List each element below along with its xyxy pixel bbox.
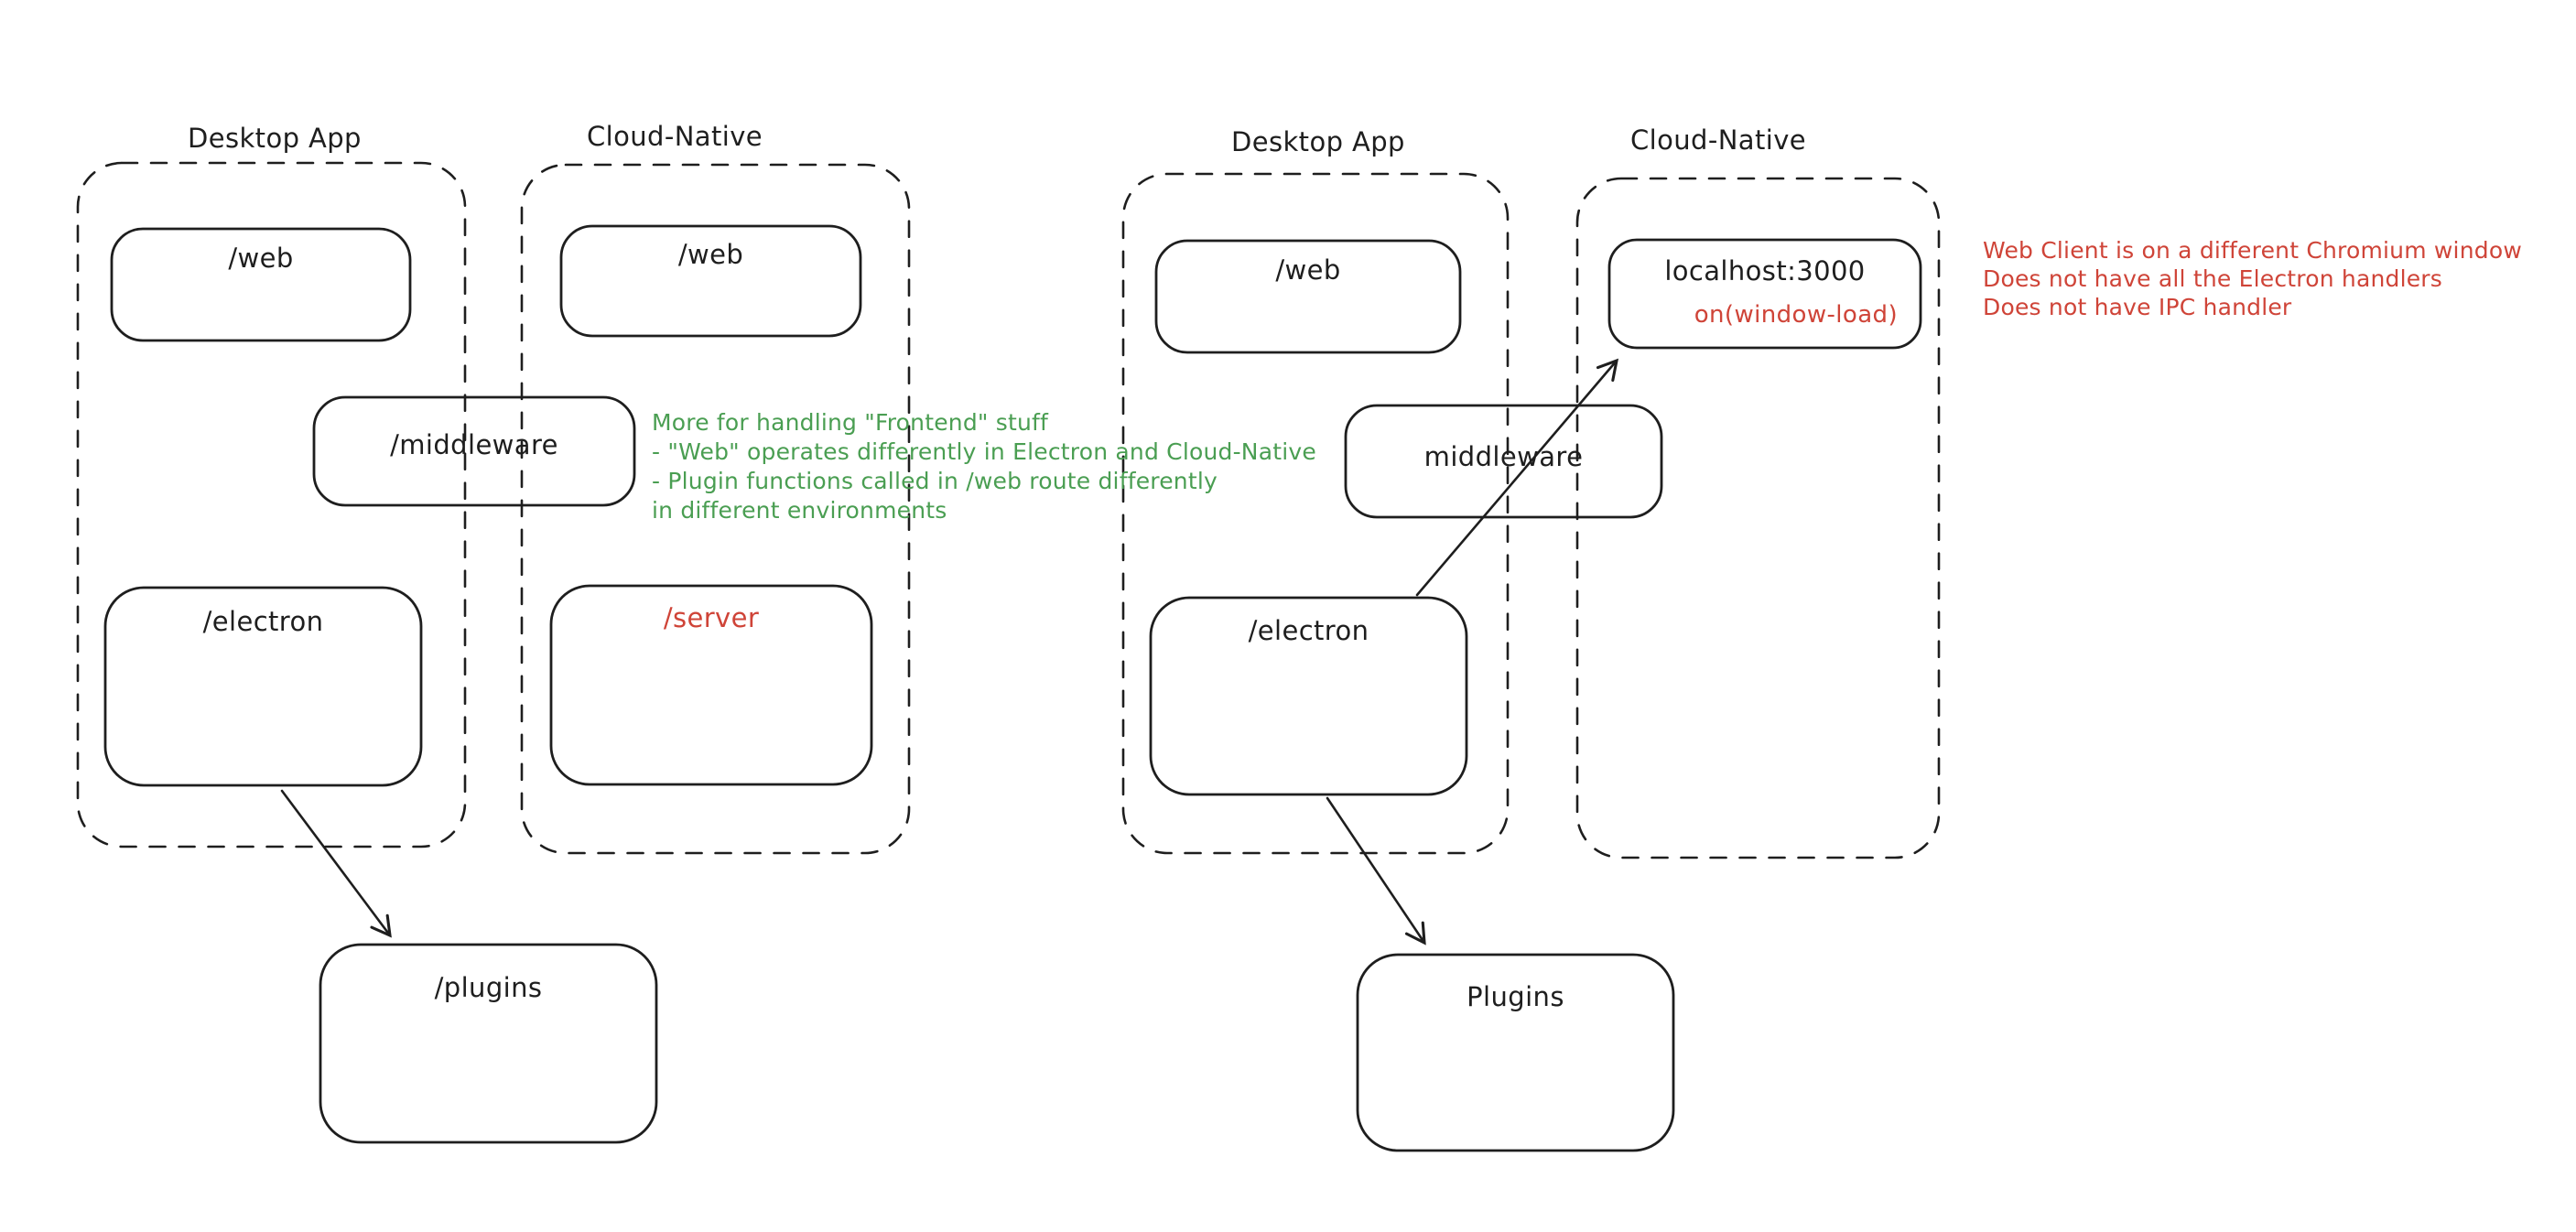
right-plugins-label: Plugins <box>1467 981 1564 1012</box>
right-localhost-subtext: on(window-load) <box>1694 301 1898 329</box>
green-note-line-3: - Plugin functions called in /web route … <box>652 468 1218 494</box>
right-electron-box <box>1149 596 1468 796</box>
left-desktop-app-container <box>76 161 467 848</box>
right-plugins-box <box>1356 953 1675 1152</box>
right-electron-label: /electron <box>1248 615 1369 646</box>
left-plugins-box <box>319 943 658 1144</box>
green-note-line-4: in different environments <box>652 497 947 524</box>
left-desktop-web-box <box>110 227 412 342</box>
left-electron-box <box>103 586 423 787</box>
green-note-line-2: - "Web" operates differently in Electron… <box>652 438 1316 465</box>
left-desktop-web-label: /web <box>228 243 294 274</box>
right-cloud-native-label: Cloud-Native <box>1630 124 1806 156</box>
left-cloud-web-label: /web <box>677 239 744 270</box>
left-electron-label: /electron <box>202 606 324 637</box>
left-cloud-native-label: Cloud-Native <box>587 121 763 152</box>
right-middleware-box <box>1344 404 1663 519</box>
right-middleware-label: middleware <box>1423 441 1584 472</box>
left-plugins-label: /plugins <box>434 972 543 1003</box>
right-red-note: Web Client is on a different Chromium wi… <box>1983 236 2522 321</box>
right-desktop-web-label: /web <box>1275 254 1341 286</box>
left-middleware-box <box>312 395 636 507</box>
arrow-right-electron-to-plugins <box>1326 796 1426 946</box>
left-cloud-web-box <box>559 224 862 338</box>
green-note-line-1: More for handling "Frontend" stuff <box>652 409 1049 436</box>
left-server-box <box>549 584 873 786</box>
arrow-right-electron-to-localhost <box>1415 358 1619 597</box>
left-server-label: /server <box>663 602 760 633</box>
red-note-line-1: Web Client is on a different Chromium wi… <box>1983 237 2522 264</box>
left-middleware-label: /middleware <box>390 429 558 460</box>
arrow-left-electron-to-plugins <box>280 789 392 938</box>
left-desktop-app-label: Desktop App <box>188 123 362 154</box>
red-note-line-2: Does not have all the Electron handlers <box>1983 265 2443 292</box>
left-cloud-native-container <box>520 163 911 855</box>
right-desktop-app-container <box>1121 172 1510 855</box>
right-localhost-box <box>1607 238 1922 350</box>
red-note-line-3: Does not have IPC handler <box>1983 294 2292 320</box>
right-localhost-title: localhost:3000 <box>1664 255 1866 286</box>
right-desktop-web-box <box>1154 239 1462 354</box>
right-desktop-app-label: Desktop App <box>1231 126 1405 157</box>
left-green-note: More for handling "Frontend" stuff - "We… <box>652 408 1316 525</box>
